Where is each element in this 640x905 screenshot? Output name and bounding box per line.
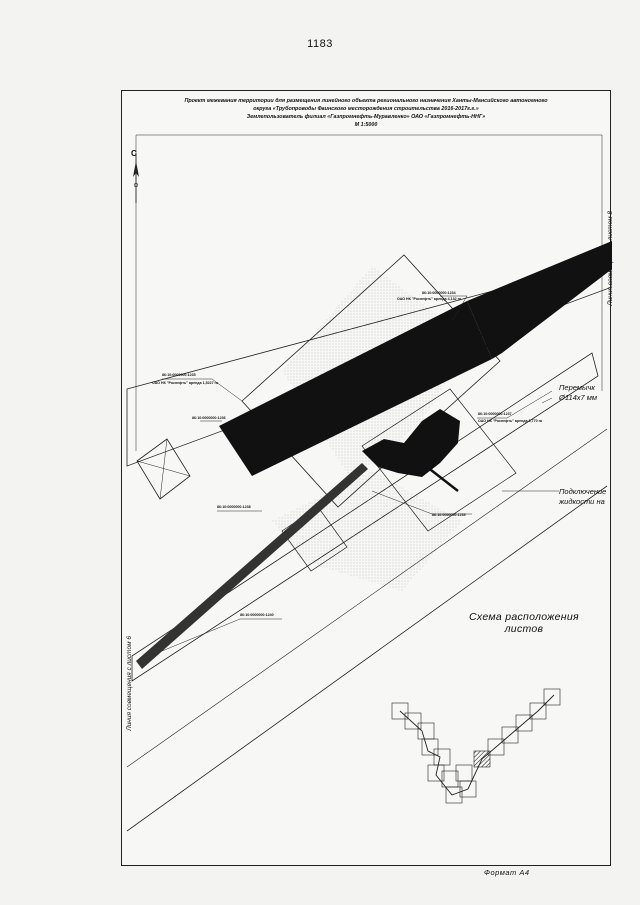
edge-label-left: Линия совмещения с листом 6 [126,636,133,731]
pipeline-corridor-main [219,301,492,476]
pipe-label-1-line2: Ø114х7 мм [559,393,598,402]
map-frame: Проект межевания территории для размещен… [121,90,614,866]
parcel-callout-6: 86:10:0000000:1239 [432,513,466,517]
stippled-parcel-2 [272,471,462,591]
parcel-callout-7: 86:10:0000000:1240 [240,613,274,617]
boundary-line-2 [126,428,608,768]
parcel-callout-4: 86:10:0000000:1237 [478,412,512,416]
edge-label-right: Линия совмещения с листом 8 [607,211,614,306]
map-header: Проект межевания территории для размещен… [122,97,610,129]
sheet-layout-line2: листов [504,623,544,635]
pipe-label-2: Подключение жидкости на [559,487,606,507]
corridor-band [126,258,612,467]
north-label: С [131,149,137,158]
pipe-label-2-line2: жидкости на [559,497,605,506]
parcel-callout-2: 86:10:0000000:1235 [162,373,196,377]
parcel-callout-4b: ОАО НК "Роснефть" аренда 0,770 га [478,419,543,423]
format-label: Формат А4 [484,868,530,877]
well-pad [362,409,460,477]
pipeline-strip [136,463,368,669]
sheet-layout-title: Схема расположения листов [469,611,579,635]
parcel-callout-1: 86:10:0000000:1234 [422,291,456,295]
boundary-line-1 [126,485,608,832]
callout-leaders [161,295,559,652]
parcel-callout-1b: ОАО НК "Роснефть" аренда 4,132 га [397,297,462,301]
header-line-2: округа «Трубопроводы Фаинского месторожд… [253,106,479,112]
pipe-label-1-line1: Перемычк [559,383,595,392]
header-line-1: Проект межевания территории для размещен… [184,98,548,104]
pipe-label-2-line1: Подключение [559,487,607,496]
parcel-callout-2b: ОАО НК "Роснефть" аренда 1,5227 га [152,381,219,385]
sheet-layout-line1: Схема расположения [469,611,579,623]
header-scale: М 1:5000 [354,122,378,128]
header-line-3: Землепользователь филиал «Газпромнефть-М… [246,114,486,120]
pipe-label-1: Перемычк Ø114х7 мм [559,383,597,403]
survey-map [126,134,612,832]
parcel-outline-1 [241,254,501,508]
north-arrow-icon [133,153,139,203]
parcel-callout-5: 86:10:0000000:1238 [217,505,251,509]
page-number: 1183 [307,38,333,50]
sheet-layout-schema [391,688,561,804]
pipeline-corridor-east [467,241,612,359]
parcel-callout-3: 86:10:0000000:1236 [192,416,226,420]
parcel-outline-2 [361,388,517,532]
